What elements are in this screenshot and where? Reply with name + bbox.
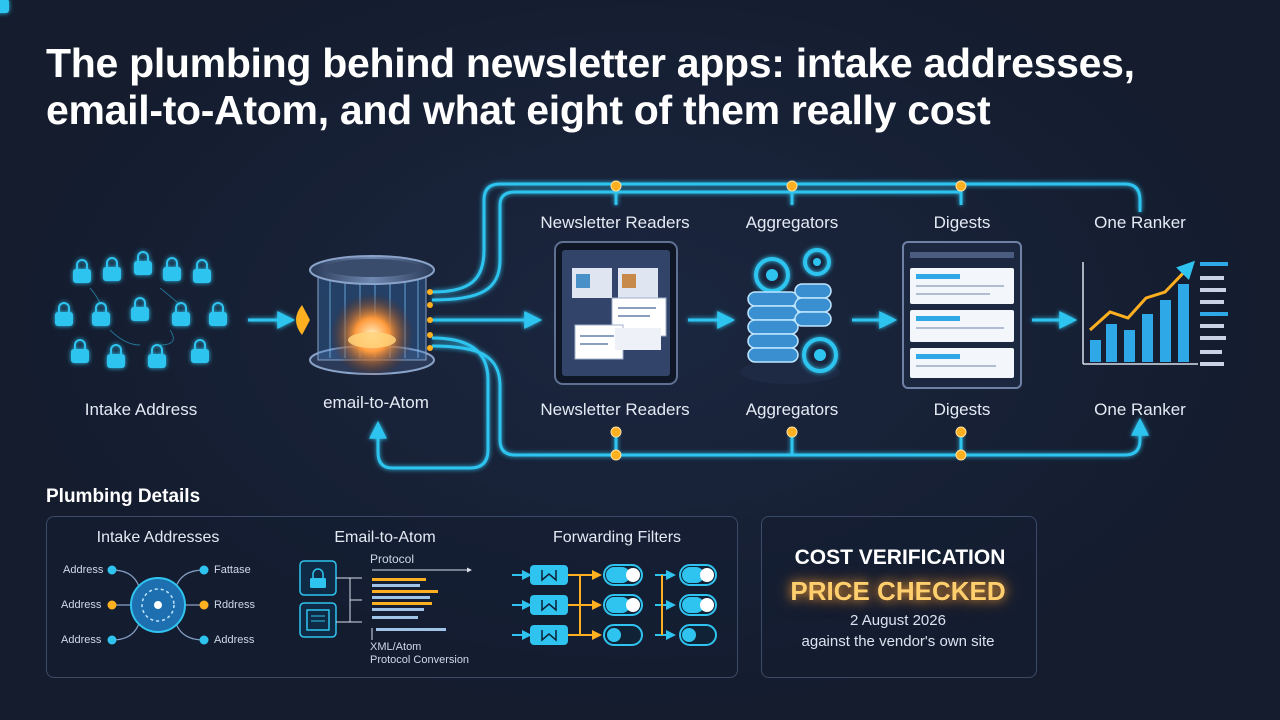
email-to-atom-top-caption: Protocol [370,552,415,566]
forwarding-filters-icon [512,564,717,646]
intake-left-label-1: Address [63,564,104,576]
page-title: The plumbing behind newsletter apps: int… [46,40,1135,133]
cost-verification-title: COST VERIFICATION [794,546,1006,569]
junction-dots [610,180,967,461]
bottom-label-aggregators: Aggregators [745,400,839,419]
bottom-label-digests: Digests [933,400,991,419]
top-label-newsletter-readers: Newsletter Readers [540,213,690,232]
intake-hub-icon [107,565,209,645]
email-to-atom-xml-caption: XML/Atom [370,641,422,653]
verification-date: 2 August 2026 [850,612,946,629]
reactor-icon [309,255,435,377]
plumbing-details-heading: Plumbing Details [46,486,201,507]
bottom-label-one-ranker: One Ranker [1094,400,1186,419]
intake-left-label-3: Address [61,634,102,646]
aggregator-icon [740,248,840,384]
price-checked-badge: PRICE CHECKED [790,576,1006,606]
verification-note: against the vendor's own site [801,633,995,650]
return-route [369,336,490,470]
email-to-atom-detail-icon [299,560,472,640]
newsletter-reader-icon [554,241,678,385]
intake-addresses-title: Intake Addresses [96,529,220,546]
emitter-icon [296,305,310,335]
bottom-label-newsletter-readers: Newsletter Readers [540,400,690,419]
lock-icon-cluster [0,0,227,368]
intake-right-label-1: Fattase [214,564,251,576]
email-to-atom-conversion-caption: Protocol Conversion [370,654,470,666]
intake-left-label-2: Address [61,599,102,611]
flow-lines [248,182,1149,470]
forwarding-filters-title: Forwarding Filters [552,529,682,546]
intake-right-label-3: Address [214,634,255,646]
top-label-digests: Digests [933,213,991,232]
email-to-atom-title: Email-to-Atom [334,529,436,546]
digest-icon [902,241,1022,389]
ranker-chart-icon [1082,260,1228,366]
top-route [431,182,1142,294]
email-to-atom-label: email-to-Atom [323,393,429,412]
cost-verification-panel [761,516,1037,678]
top-label-aggregators: Aggregators [745,213,839,232]
intake-address-label: Intake Address [84,400,198,419]
top-label-one-ranker: One Ranker [1094,213,1186,232]
intake-right-label-2: Rddress [214,599,255,611]
